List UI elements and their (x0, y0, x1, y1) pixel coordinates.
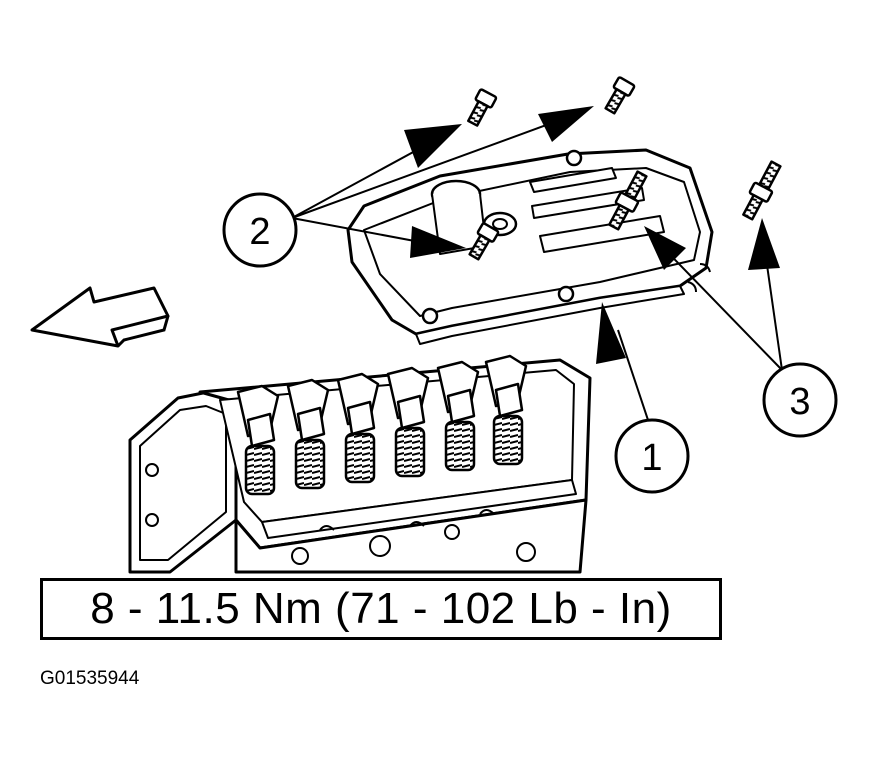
rocker-unit (436, 360, 480, 472)
rocker-unit (386, 366, 430, 478)
bolt (467, 88, 498, 127)
stud-bolt (608, 170, 648, 231)
callout-2: 2 (222, 192, 298, 268)
callout-2-label: 2 (249, 211, 270, 253)
arrowhead-icon (644, 226, 686, 270)
arrowheads (404, 106, 780, 364)
stud-bolt (742, 160, 782, 221)
arrowhead-icon (410, 226, 466, 258)
rocker-unit (236, 384, 280, 496)
figure-id: G01535944 (40, 668, 140, 689)
callout-3: 3 (762, 362, 838, 438)
rocker-unit (484, 354, 528, 466)
bolts (467, 76, 782, 261)
callout-3-label: 3 (789, 381, 810, 423)
torque-spec-text: 8 - 11.5 Nm (71 - 102 Lb - In) (90, 584, 672, 633)
torque-spec-box: 8 - 11.5 Nm (71 - 102 Lb - In) (40, 578, 722, 640)
front-direction-arrow-icon (30, 286, 170, 348)
arrowhead-icon (538, 106, 594, 142)
arrowhead-icon (596, 302, 626, 364)
rocker-unit (336, 372, 380, 484)
arrowhead-icon (404, 124, 462, 168)
bolt (604, 76, 636, 115)
rocker-unit (286, 378, 330, 490)
callout-1: 1 (614, 418, 690, 494)
arrowhead-icon (748, 218, 780, 270)
callout-1-label: 1 (641, 437, 662, 479)
rocker-arm-assembly (236, 354, 528, 496)
bolt (468, 222, 500, 261)
